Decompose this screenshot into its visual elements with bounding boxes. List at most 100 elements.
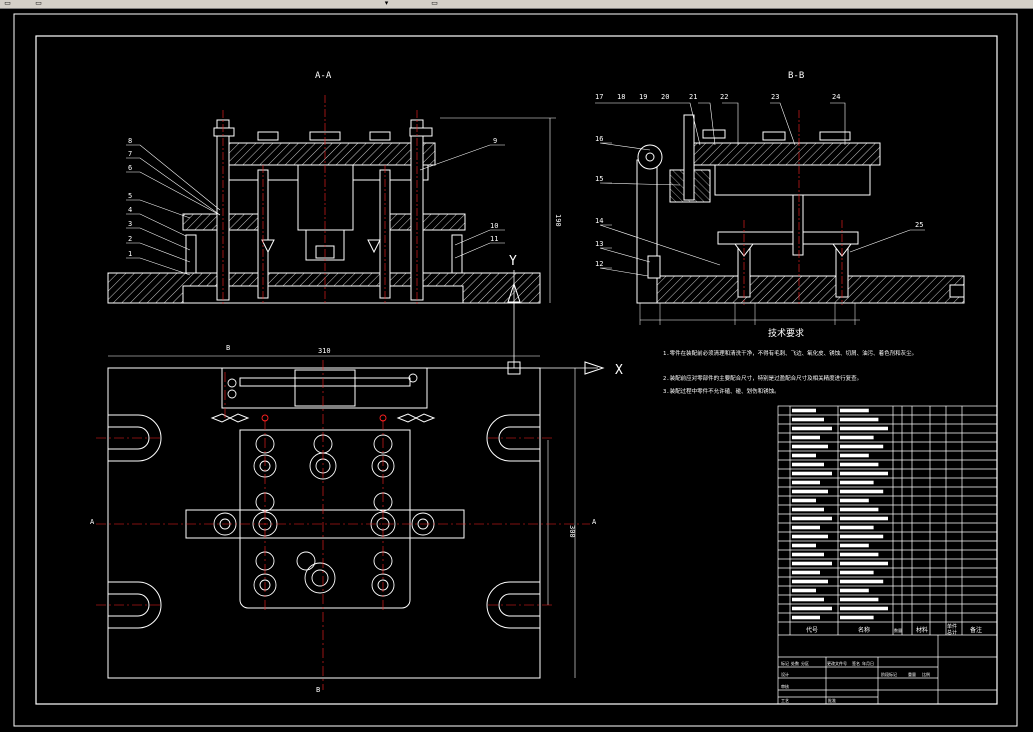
outer-frame bbox=[13, 13, 1018, 727]
parts-row-text bbox=[840, 525, 874, 530]
bb-pin-left bbox=[647, 255, 661, 279]
bb-bolt bbox=[792, 194, 804, 256]
parts-row-text bbox=[840, 444, 884, 449]
sign-label-count: 处数 bbox=[791, 660, 799, 666]
callout-bb-14: 14 bbox=[595, 217, 603, 225]
callout-bb-19: 19 bbox=[639, 93, 647, 101]
callout-aa-1: 1 bbox=[128, 250, 132, 258]
callout-bb-22: 22 bbox=[720, 93, 728, 101]
callout-aa-8: 8 bbox=[128, 137, 132, 145]
row-label-review: 审核 bbox=[781, 683, 789, 689]
title-block-text: 代号 名称 数量 材料 单件 总计 备注 标记 处数 分区 更改文件号 签名 年… bbox=[781, 623, 982, 703]
parts-row-text bbox=[840, 615, 874, 620]
parts-row-text bbox=[840, 417, 879, 422]
parts-row-text bbox=[792, 426, 832, 431]
col-header-total: 总计 bbox=[947, 629, 957, 636]
plan-base-outline bbox=[107, 367, 541, 679]
plan-top-bar bbox=[221, 367, 428, 409]
section-aa-view: A-A bbox=[107, 71, 562, 305]
aa-pin-2 bbox=[451, 234, 463, 274]
callout-bb-20: 20 bbox=[661, 93, 669, 101]
parts-row-text bbox=[840, 435, 874, 440]
slot-bottom-left bbox=[108, 581, 162, 629]
parts-row-text bbox=[792, 561, 832, 566]
bb-side-tab bbox=[949, 284, 965, 298]
callout-aa-10: 10 bbox=[490, 222, 498, 230]
parts-row-text bbox=[792, 534, 828, 539]
section-bb-view: B-B bbox=[595, 71, 965, 325]
axis-y-label: Y bbox=[509, 254, 517, 269]
title-block bbox=[777, 405, 998, 705]
parts-row-text bbox=[840, 516, 888, 521]
bb-hinge bbox=[637, 144, 663, 170]
callout-aa-11: 11 bbox=[490, 235, 498, 243]
aa-top-nut-5 bbox=[409, 127, 433, 137]
parts-row-text bbox=[840, 426, 888, 431]
parts-row-text bbox=[792, 453, 816, 458]
bb-top-plate bbox=[689, 142, 881, 166]
row-label-process: 工艺 bbox=[781, 698, 789, 703]
parts-row-text bbox=[840, 552, 879, 557]
callout-bb-18: 18 bbox=[617, 93, 625, 101]
stage-label: 阶段标记 bbox=[881, 671, 897, 677]
dim-height: 300 bbox=[568, 525, 576, 538]
aa-top-nut-2 bbox=[257, 131, 279, 141]
bb-side-wall bbox=[636, 159, 658, 304]
weight-label: 重量 bbox=[908, 671, 916, 677]
aa-center-body bbox=[297, 164, 354, 231]
parts-row-text bbox=[792, 615, 820, 620]
layer-icon[interactable]: ▭ bbox=[431, 0, 438, 7]
plan-bolts bbox=[213, 373, 435, 597]
aa-cone-left bbox=[261, 239, 275, 254]
callout-bb-12: 12 bbox=[595, 260, 603, 268]
bb-clamp-bar bbox=[717, 231, 859, 245]
col-header-qty: 数量 bbox=[894, 627, 902, 633]
parts-row-text bbox=[792, 606, 832, 611]
print-icon[interactable]: ▭ bbox=[35, 0, 42, 7]
parts-row-text bbox=[840, 606, 888, 611]
plan-view: 310 B B A A 300 bbox=[90, 344, 597, 694]
parts-row-text bbox=[840, 570, 874, 575]
aa-top-nut-4 bbox=[369, 131, 391, 141]
aa-pin-1 bbox=[185, 234, 197, 274]
view-b-marker-top: B bbox=[226, 344, 230, 352]
callout-aa-4: 4 bbox=[128, 206, 132, 214]
wing-nut-left bbox=[210, 413, 250, 423]
bb-base-plate bbox=[636, 275, 965, 304]
col-header-remark: 备注 bbox=[970, 626, 982, 634]
toolbar: ▭ ▭ ▾ ▭ bbox=[0, 0, 1033, 9]
view-a-marker-left: A bbox=[90, 518, 95, 526]
parts-row-text bbox=[792, 462, 824, 467]
parts-row-text bbox=[792, 471, 832, 476]
sign-label-mark: 标记 bbox=[781, 660, 789, 666]
parts-row-text bbox=[840, 498, 869, 503]
parts-row-text bbox=[792, 489, 828, 494]
parts-row-text bbox=[792, 507, 824, 512]
bb-column bbox=[683, 114, 695, 201]
bb-top-nut-3 bbox=[819, 131, 851, 141]
parts-row-text bbox=[792, 597, 824, 602]
callout-bb-21: 21 bbox=[689, 93, 697, 101]
file-icon[interactable]: ▭ bbox=[4, 0, 11, 7]
section-bb-title: B-B bbox=[788, 71, 804, 81]
parts-row-text bbox=[840, 471, 888, 476]
col-header-name: 名称 bbox=[858, 626, 870, 634]
dropdown-icon[interactable]: ▾ bbox=[384, 0, 389, 7]
sign-label-sign: 签名 bbox=[852, 660, 860, 666]
cad-drawing-canvas[interactable]: A-A bbox=[0, 9, 1033, 732]
technical-requirements: 技术要求 1.零件在装配前必须清理和清洗干净，不得有毛刺、飞边、氧化皮、锈蚀、切… bbox=[663, 327, 917, 395]
parts-row-text bbox=[840, 480, 874, 485]
col-header-code: 代号 bbox=[806, 626, 818, 634]
wing-nut-right bbox=[396, 413, 436, 423]
parts-row-text bbox=[792, 417, 824, 422]
sign-label-zone: 分区 bbox=[801, 660, 809, 666]
aa-top-plate bbox=[219, 142, 436, 166]
axis-x-label: X bbox=[615, 363, 623, 378]
callout-bb-23: 23 bbox=[771, 93, 779, 101]
tech-line-3: 3.装配过程中零件不允许磕、碰、划伤和锈蚀。 bbox=[663, 387, 780, 395]
scale-label: 比例 bbox=[922, 671, 930, 677]
parts-row-text bbox=[840, 579, 884, 584]
view-b-marker-bottom: B bbox=[316, 686, 320, 694]
parts-row-text bbox=[840, 588, 869, 593]
aa-clamp-right bbox=[389, 213, 466, 231]
